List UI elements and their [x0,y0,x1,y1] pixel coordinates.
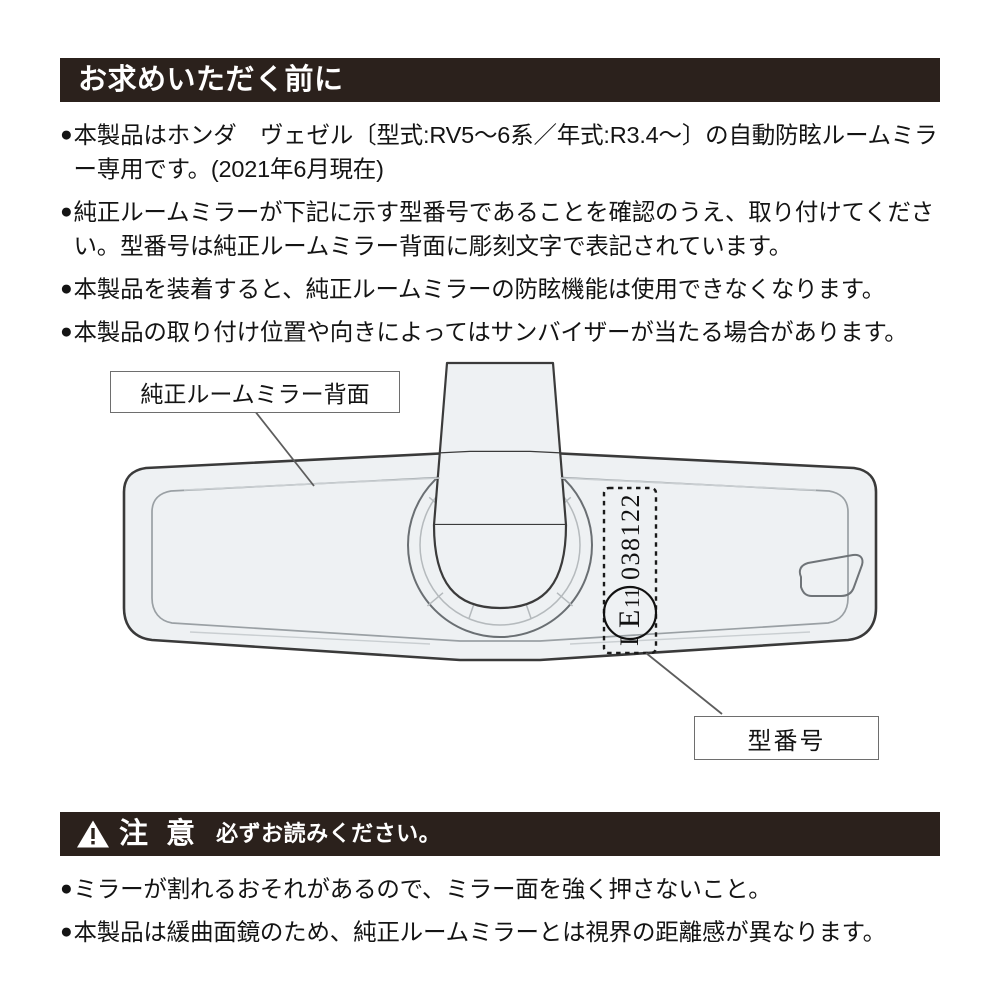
svg-text:11: 11 [620,588,644,608]
list-item-text: ミラーが割れるおそれがあるので、ミラー面を強く押さないこと。 [73,876,772,902]
mirror-mount-ring [407,452,593,638]
section-header-before-purchase: お求めいただく前に [60,58,940,102]
bullet-marker-icon: ● [60,320,73,343]
caution-header-title: 注 意 [119,817,201,850]
list-item: ● 本製品はホンダ ヴェゼル〔型式:RV5〜6系／年式:R3.4〜〕の自動防眩ル… [60,118,948,186]
list-item: ● 本製品の取り付け位置や向きによってはサンバイザーが当たる場合があります。 [60,315,948,349]
list-item: ● 本製品を装着すると、純正ルームミラーの防眩機能は使用できなくなります。 [60,272,948,306]
bullet-marker-icon: ● [60,877,73,900]
svg-text:I: I [615,636,644,646]
list-item: ● ミラーが割れるおそれがあるので、ミラー面を強く押さないこと。 [60,872,948,906]
callout-model-number-text: 型番号 [747,727,826,755]
list-item-text: 本製品を装着すると、純正ルームミラーの防眩機能は使用できなくなります。 [73,276,885,302]
mirror-side-detail [798,553,864,597]
list-item: ● 純正ルームミラーが下記に示す型番号であることを確認のうえ、取り付けてください… [60,195,948,263]
section-header-caution: 注 意 必ずお読みください。 [60,812,940,856]
rearview-mirror-diagram: I E 11 038122 [0,340,1000,770]
list-item-text: 純正ルームミラーが下記に示す型番号であることを確認のうえ、取り付けてください。型… [73,199,934,259]
svg-text:038122: 038122 [616,493,645,580]
bullet-marker-icon: ● [60,277,73,300]
list-item: ● 本製品は緩曲面鏡のため、純正ルームミラーとは視界の距離感が異なります。 [60,915,948,949]
callout-mirror-back-label: 純正ルームミラー背面 [110,371,400,413]
before-purchase-bullet-list: ● 本製品はホンダ ヴェゼル〔型式:RV5〜6系／年式:R3.4〜〕の自動防眩ル… [60,118,948,358]
callout-mirror-back-text: 純正ルームミラー背面 [140,381,370,407]
svg-text:E: E [613,610,646,628]
section-header-title: お求めいただく前に [78,63,344,96]
emark-text: I E 11 038122 [602,493,658,646]
list-item-text: 本製品は緩曲面鏡のため、純正ルームミラーとは視界の距離感が異なります。 [73,919,886,945]
list-item-text: 本製品の取り付け位置や向きによってはサンバイザーが当たる場合があります。 [73,319,908,345]
caution-bullet-list: ● ミラーが割れるおそれがあるので、ミラー面を強く押さないこと。 ● 本製品は緩… [60,872,948,958]
warning-triangle-icon [77,820,109,848]
bullet-marker-icon: ● [60,123,73,146]
bullet-marker-icon: ● [60,920,73,943]
list-item-text: 本製品はホンダ ヴェゼル〔型式:RV5〜6系／年式:R3.4〜〕の自動防眩ルーム… [73,122,938,182]
emark-dashed-box [602,486,658,655]
callout-model-number-label: 型番号 [694,716,879,760]
mirror-inner-panel [151,475,849,642]
caution-header-subtitle: 必ずお読みください。 [216,821,442,846]
bullet-marker-icon: ● [60,200,73,223]
